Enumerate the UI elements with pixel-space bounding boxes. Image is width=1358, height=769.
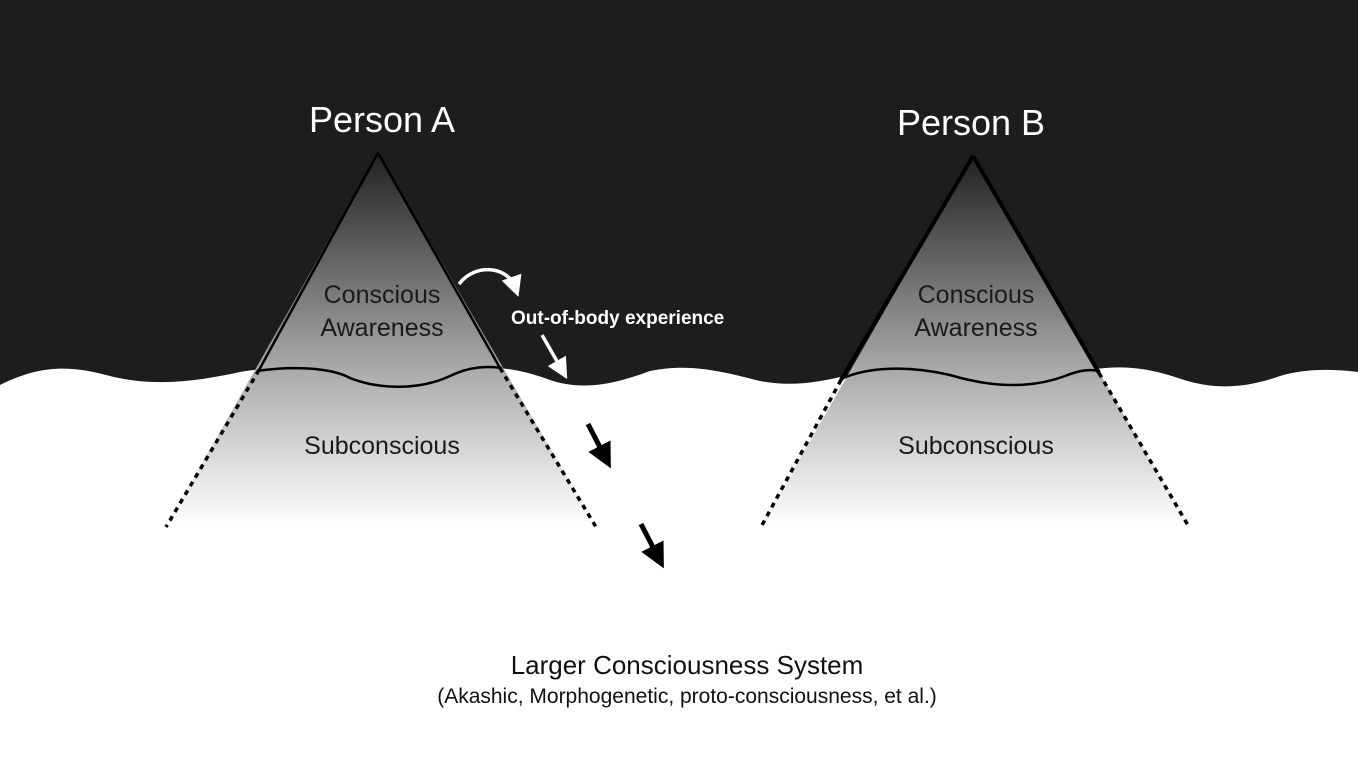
person-b-title: Person B — [897, 102, 1045, 143]
person-b-solid-right-edge — [971, 154, 1101, 375]
person-a-conscious-label-line1: Conscious — [324, 281, 441, 309]
out-of-body-down-arrow — [540, 334, 568, 380]
person-b-conscious-label-line2: Awareness — [914, 314, 1037, 342]
person-b-dotted-left-edge — [759, 379, 843, 528]
descent-arrow-2 — [638, 522, 664, 569]
person-a-solid-left-edge — [257, 152, 380, 371]
person-a-iceberg — [164, 152, 598, 528]
person-a-subconscious-label: Subconscious — [304, 432, 460, 460]
person-b-conscious-label-line1: Conscious — [918, 281, 1035, 309]
descent-arrow-1 — [585, 422, 611, 469]
person-a-solid-right-edge — [376, 152, 502, 369]
person-b-subconscious-label: Subconscious — [898, 432, 1054, 460]
person-a-title: Person A — [309, 99, 455, 140]
person-b-solid-left-edge — [839, 154, 975, 382]
person-a-waterline — [256, 365, 503, 388]
person-a-dotted-left-edge — [164, 369, 261, 528]
system-title: Larger Consciousness System — [511, 650, 864, 680]
person-b-iceberg — [759, 154, 1191, 528]
out-of-body-label: Out-of-body experience — [511, 308, 724, 329]
person-a-conscious-label-line2: Awareness — [320, 314, 443, 342]
person-a-dotted-right-edge — [498, 367, 598, 528]
system-subtitle: (Akashic, Morphogenetic, proto-conscious… — [437, 685, 937, 708]
person-b-triangle — [761, 156, 1189, 527]
person-b-waterline — [840, 367, 1101, 387]
out-of-body-curved-arrow — [457, 268, 522, 297]
person-a-triangle — [166, 153, 596, 527]
